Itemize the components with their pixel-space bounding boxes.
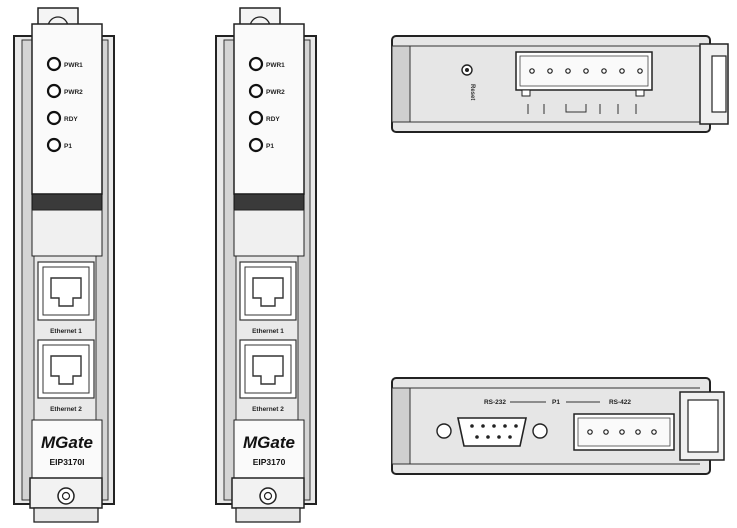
led-label: RDY — [64, 116, 78, 123]
brand-logo: MGate — [243, 433, 295, 452]
ethernet-port-1[interactable] — [239, 261, 297, 321]
led-pwr1-icon — [248, 56, 264, 72]
ethernet-port-2[interactable] — [37, 339, 95, 399]
led-panel — [31, 23, 103, 195]
device-front-1: PWR1 PWR2 RDY P1 Ethernet 1 Ethernet 2 M… — [13, 7, 115, 523]
port-label: Ethernet 1 — [252, 328, 284, 335]
screw-icon — [436, 423, 452, 439]
led-panel — [233, 23, 305, 195]
brand-logo: MGate — [41, 433, 93, 452]
db9-connector[interactable] — [457, 417, 527, 447]
led-pwr2-icon — [248, 83, 264, 99]
led-label: P1 — [266, 143, 274, 150]
reset-label: Reset — [469, 84, 475, 100]
port-label: Ethernet 2 — [252, 406, 284, 413]
led-label: P1 — [64, 143, 72, 150]
led-pwr2-icon — [46, 83, 62, 99]
rs422-label: RS-422 — [609, 399, 631, 406]
ethernet-port-1[interactable] — [37, 261, 95, 321]
port-label: Ethernet 1 — [50, 328, 82, 335]
rs232-label: RS-232 — [484, 399, 506, 406]
led-label: PWR1 — [64, 62, 83, 69]
led-label: RDY — [266, 116, 280, 123]
led-rdy-icon — [248, 110, 264, 126]
port-label: Ethernet 2 — [50, 406, 82, 413]
pin-markings — [527, 104, 637, 114]
led-label: PWR1 — [266, 62, 285, 69]
model-label: EIP3170 — [253, 457, 286, 467]
led-p1-icon — [248, 137, 264, 153]
p1-label: P1 — [552, 399, 560, 406]
led-label: PWR2 — [64, 89, 83, 96]
model-label: EIP3170I — [50, 457, 85, 467]
device-bottom-view: RS-232 P1 RS-422 — [391, 377, 725, 475]
led-label: PWR2 — [266, 89, 285, 96]
device-front-2: PWR1 PWR2 RDY P1 Ethernet 1 Ethernet 2 M… — [215, 7, 317, 523]
led-rdy-icon — [46, 110, 62, 126]
led-p1-icon — [46, 137, 62, 153]
led-pwr1-icon — [46, 56, 62, 72]
device-top-view: Reset — [391, 35, 729, 133]
ethernet-port-2[interactable] — [239, 339, 297, 399]
screw-icon — [532, 423, 548, 439]
